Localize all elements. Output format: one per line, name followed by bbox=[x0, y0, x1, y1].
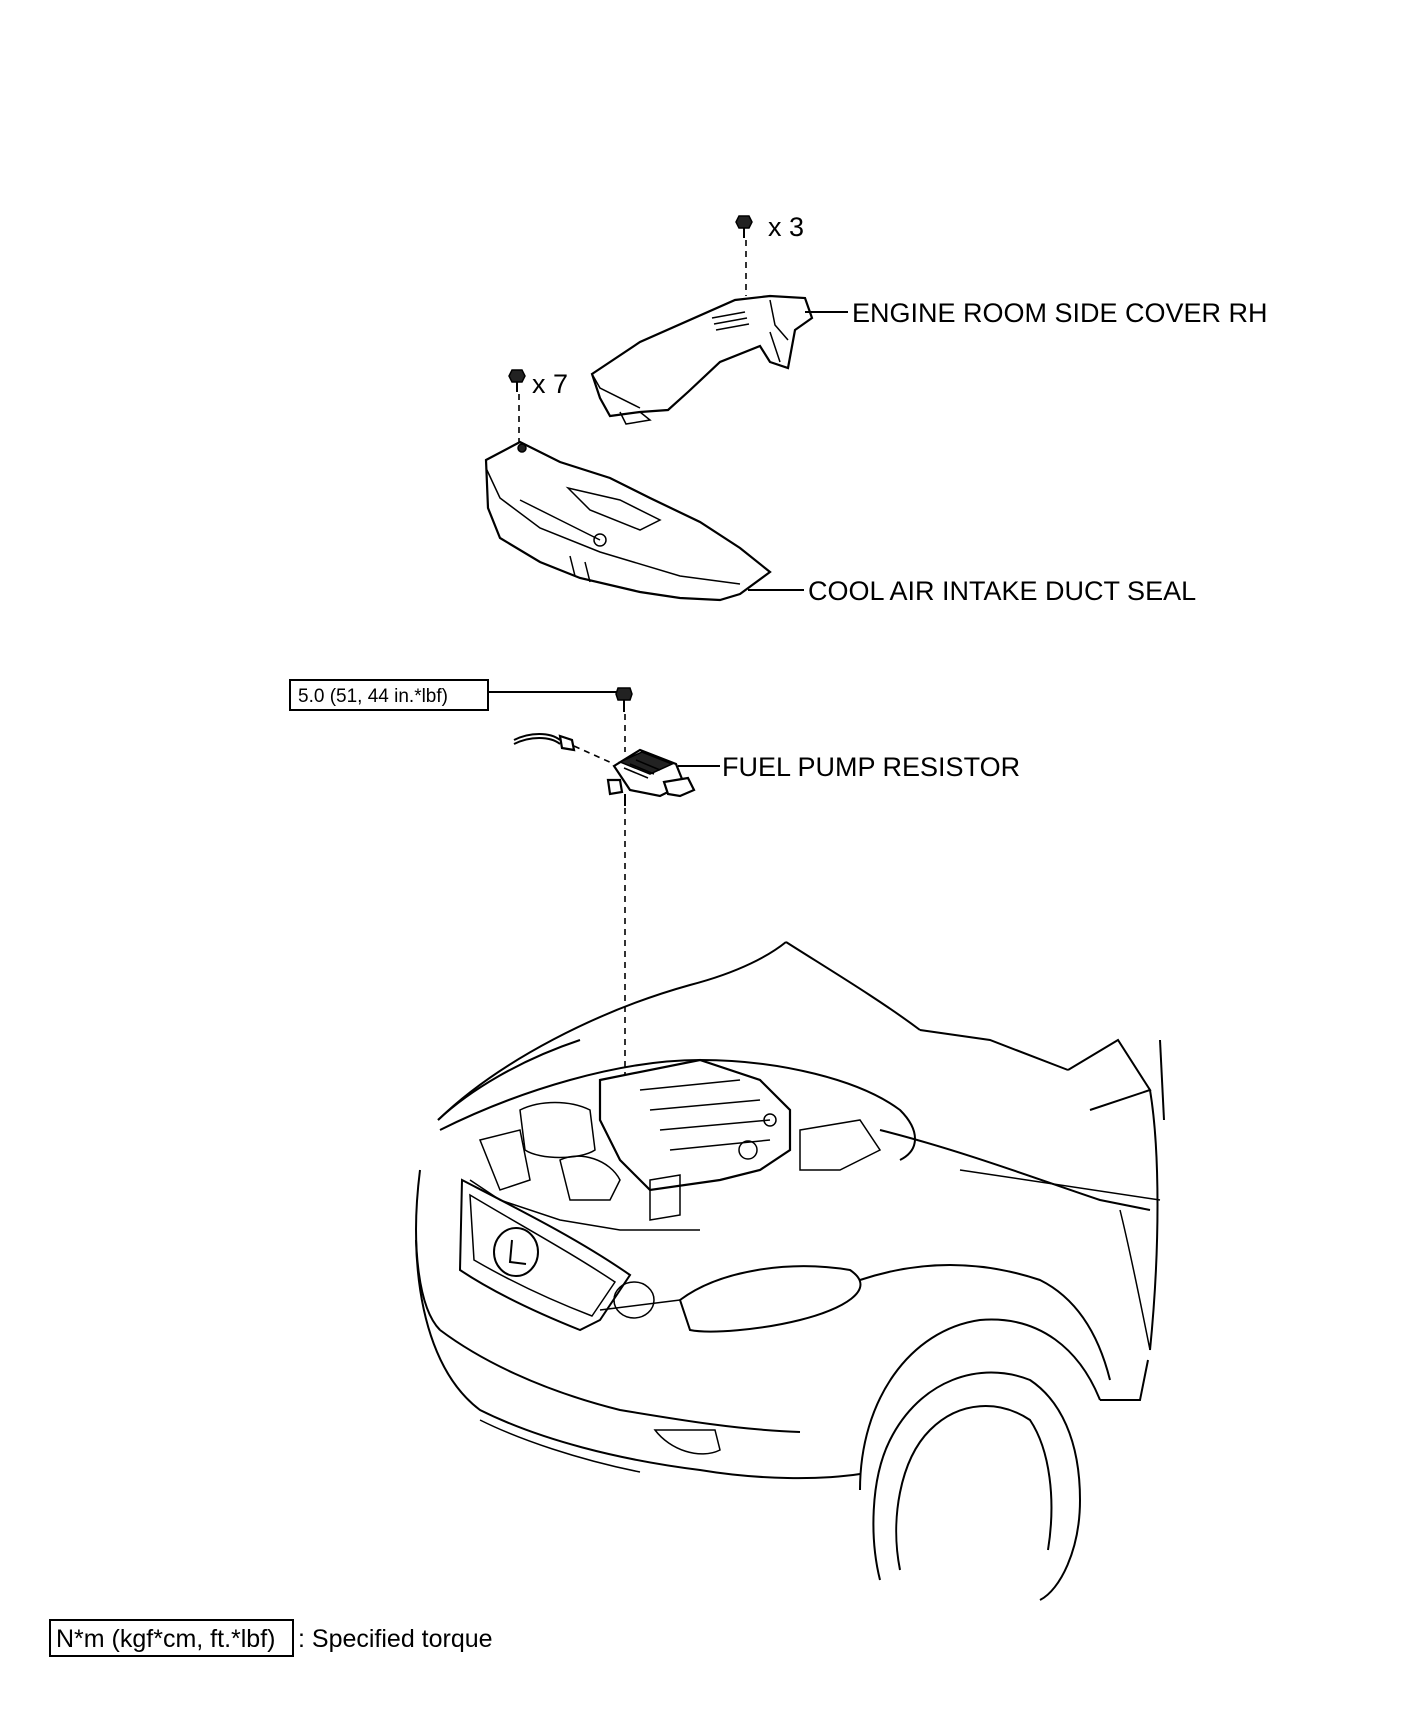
fuel-pump-resistor-label: FUEL PUMP RESISTOR bbox=[722, 752, 1020, 782]
clip-icon bbox=[735, 215, 753, 238]
cool-air-intake-duct-seal-part bbox=[484, 440, 772, 602]
clip-quantity-mid: x 7 bbox=[532, 369, 568, 399]
engine-room-side-cover-label: ENGINE ROOM SIDE COVER RH bbox=[852, 298, 1268, 328]
vehicle-illustration bbox=[415, 941, 1165, 1601]
torque-spec-value: 5.0 (51, 44 in.*lbf) bbox=[298, 686, 448, 707]
legend-unit: N*m (kgf*cm, ft.*lbf) bbox=[56, 1625, 275, 1653]
legend-unit-box bbox=[49, 1619, 294, 1657]
clip-quantity-top: x 3 bbox=[768, 212, 804, 242]
bolt-icon bbox=[615, 687, 633, 712]
legend-description: : Specified torque bbox=[298, 1625, 493, 1653]
clip-icon bbox=[508, 369, 526, 392]
torque-spec-box bbox=[289, 679, 489, 711]
cool-air-intake-duct-seal-label: COOL AIR INTAKE DUCT SEAL bbox=[808, 576, 1196, 606]
fuel-pump-resistor-part bbox=[606, 748, 696, 806]
engine-room-side-cover-part bbox=[590, 294, 814, 425]
wire-connector bbox=[513, 733, 576, 752]
